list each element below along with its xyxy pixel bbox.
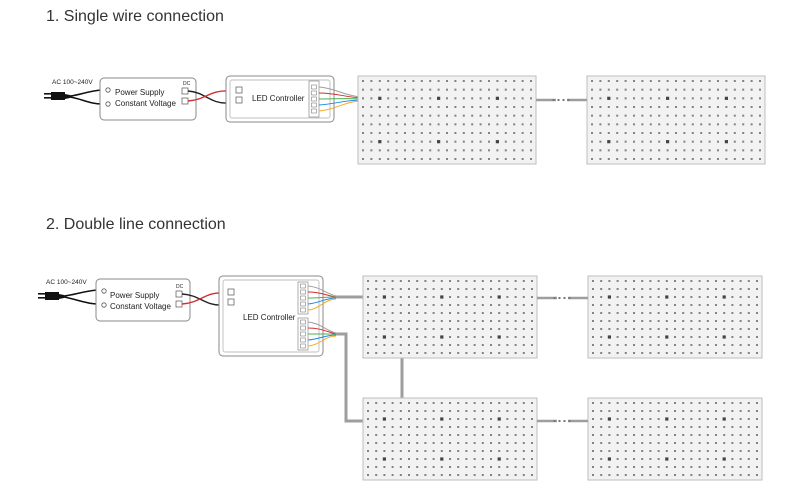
terminal-slot [300,301,306,307]
led-panel [587,275,763,359]
panel-continuation-link [537,419,588,423]
terminal-slot [311,108,317,114]
ac-voltage-label: AC 100~240V [46,279,87,286]
power-plug-icon [38,289,99,305]
terminal-slot [300,283,306,289]
terminal-slot [311,102,317,108]
terminal-slot [300,325,306,331]
power-supply-box: Power Supply Constant Voltage DC [95,278,191,322]
terminal-slot [311,96,317,102]
led-controller-box: LED Controller [218,275,324,357]
led-controller-label: LED Controller [243,313,296,322]
dc-label: DC [183,81,191,87]
terminal-slot [311,84,317,90]
terminal-slot [300,337,306,343]
constant-voltage-label: Constant Voltage [115,99,176,108]
section-title-single-wire: 1. Single wire connection [46,8,224,25]
section-title-double-line: 2. Double line connection [46,216,226,233]
power-supply-label: Power Supply [110,291,159,300]
constant-voltage-label: Constant Voltage [110,302,171,311]
dc-label: DC [176,284,184,290]
led-panel [587,397,763,481]
dc-wires [187,90,229,104]
dc-wires [181,292,223,306]
led-panel [357,75,537,165]
terminal-slot [300,307,306,313]
terminal-slot [300,295,306,301]
panel-continuation-link [537,296,588,300]
terminal-slot [311,90,317,96]
terminal-slot [300,331,306,337]
led-controller-label: LED Controller [252,94,305,103]
panel-continuation-link [536,98,587,102]
output-wires-lower [307,321,364,423]
led-controller-box: LED Controller [225,75,335,123]
led-panel [362,275,538,359]
led-panel [362,397,538,481]
diagram-double-line: AC 100~240V Power Supply Constant Voltag… [38,275,404,423]
terminal-slot [300,289,306,295]
ac-voltage-label: AC 100~240V [52,79,93,86]
power-supply-label: Power Supply [115,88,164,97]
power-supply-box: Power Supply Constant Voltage DC [99,77,197,121]
output-wires-upper [307,285,364,311]
diagram-single-wire: AC 100~240V Power Supply Constant Voltag… [44,75,363,123]
terminal-slot [300,343,306,349]
terminal-slot [300,319,306,325]
led-panel [586,75,766,165]
power-plug-icon [44,89,103,105]
